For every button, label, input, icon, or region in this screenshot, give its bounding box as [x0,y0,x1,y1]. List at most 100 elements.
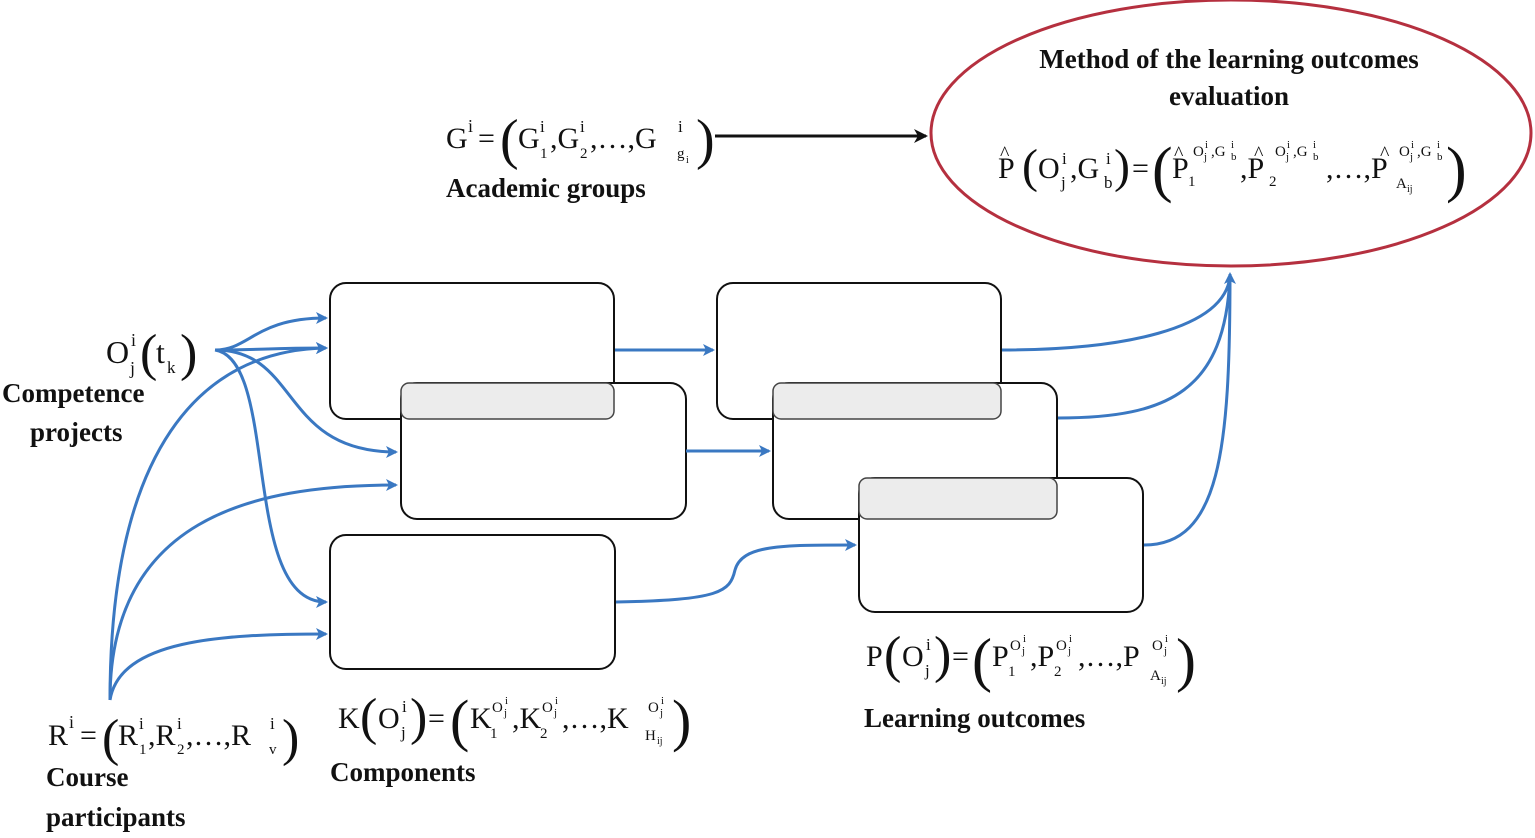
components-label: Components [330,757,476,787]
component-overlap-region [400,382,615,420]
svg-text:i: i [177,714,182,733]
svg-text:g: g [677,146,685,162]
svg-text:G: G [518,122,540,155]
evaluation-title-line2: evaluation [1169,81,1289,111]
participants-to-component3-arrow [108,628,328,701]
svg-text:O: O [106,334,129,370]
svg-text:,G: ,G [1070,152,1099,185]
svg-text:^: ^ [1000,143,1010,165]
svg-text:P: P [992,640,1009,673]
svg-text:1: 1 [490,726,498,742]
svg-text:i: i [661,695,664,707]
svg-text:=: = [478,122,495,155]
svg-text:i: i [1069,633,1072,645]
svg-text:t: t [156,334,165,370]
svg-text:): ) [1114,140,1130,193]
svg-text:ij: ij [1161,676,1167,687]
svg-text:O: O [378,702,400,735]
svg-text:O: O [1193,144,1204,160]
svg-text:A: A [1396,176,1407,192]
competence-label-line2: projects [30,417,122,447]
svg-text:i: i [1023,633,1026,645]
svg-text:i: i [686,155,689,166]
svg-text:,K: ,K [512,702,542,735]
svg-text:i: i [678,117,683,136]
svg-text:i: i [1062,149,1067,168]
svg-text:O: O [1275,144,1286,160]
competence-to-component2-arrow [214,348,398,458]
outcome-overlap-region-2 [858,477,1058,520]
competence-label-line1: Competence [2,378,144,408]
svg-text:i: i [540,117,545,136]
participants-label-line2: participants [46,802,186,832]
svg-text:j: j [1067,645,1071,657]
svg-text:O: O [1152,638,1163,654]
svg-text:i: i [139,714,144,733]
svg-text:,…,P: ,…,P [1326,152,1388,185]
components-formula: K ( O i j ) = ( K 1 O i j ,K 2 O i j ,…,… [338,688,691,753]
evaluation-formula: P ^ ( O i j ,G i b ) = ( P ^ 1 O i j ,G … [998,136,1467,204]
outcomes-label: Learning outcomes [864,703,1085,733]
svg-text:(: ( [884,627,901,684]
svg-text:i: i [1231,139,1234,151]
svg-text:^: ^ [1380,143,1390,165]
svg-text:i: i [555,695,558,707]
svg-text:,G: ,G [1417,144,1432,160]
svg-text:j: j [1285,151,1289,163]
groups-formula: G i = ( G i 1 ,G i 2 ,…,G i g i ) [446,109,715,171]
svg-text:i: i [1313,139,1316,151]
svg-text:j: j [553,707,557,719]
competence-to-component1-arrow-a [214,312,328,352]
svg-text:O: O [1056,638,1067,654]
svg-text:K: K [338,702,360,735]
svg-text:K: K [470,702,492,735]
svg-text:,G: ,G [550,122,579,155]
svg-text:b: b [1313,151,1319,163]
svg-text:): ) [180,325,197,382]
svg-text:^: ^ [1254,143,1264,165]
svg-text:,G: ,G [1293,144,1308,160]
svg-text:=: = [1132,152,1149,185]
svg-text:b: b [1104,173,1113,192]
outcome3-to-evaluation-arrow [1143,272,1236,547]
svg-text:i: i [505,695,508,707]
svg-text:(: ( [1022,140,1038,193]
svg-text:): ) [672,688,691,753]
svg-text:i: i [270,714,275,733]
svg-text:j: j [924,661,930,680]
outcome1-to-evaluation-arrow [1001,275,1232,352]
participants-label-line1: Course [46,762,129,792]
svg-text:i: i [926,635,931,654]
svg-text:j: j [400,723,406,742]
svg-text:j: j [659,707,663,719]
svg-text:): ) [934,627,951,684]
svg-text:j: j [129,358,135,378]
svg-text:O: O [902,640,924,673]
svg-text:j: j [1021,645,1025,657]
svg-text:j: j [1163,645,1167,657]
evaluation-ellipse [929,0,1533,268]
component-box-3 [329,534,616,670]
outcome2-to-evaluation-arrow [1057,275,1232,420]
svg-text:^: ^ [1174,143,1184,165]
svg-text:i: i [1165,633,1168,645]
svg-text:1: 1 [540,146,548,162]
svg-text:H: H [645,728,656,744]
svg-text:j: j [1060,173,1066,192]
svg-text:,…,G: ,…,G [590,122,657,155]
participants-formula: R i = ( R i 1 ,R i 2 ,…,R i v ) [48,710,299,767]
svg-text:j: j [1409,151,1413,163]
participants-to-component2-arrow [108,479,398,701]
svg-text:): ) [1176,627,1196,693]
svg-text:,…,R: ,…,R [186,719,251,752]
svg-text:i: i [1106,149,1111,168]
outcome-overlap-region-1 [772,382,1002,420]
svg-text:,G: ,G [1211,144,1226,160]
svg-text:=: = [80,719,97,752]
evaluation-title-line1: Method of the learning outcomes [1039,44,1418,74]
svg-text:2: 2 [1269,174,1277,190]
svg-text:v: v [269,742,277,758]
svg-text:A: A [1150,668,1161,684]
svg-text:O: O [1399,144,1410,160]
